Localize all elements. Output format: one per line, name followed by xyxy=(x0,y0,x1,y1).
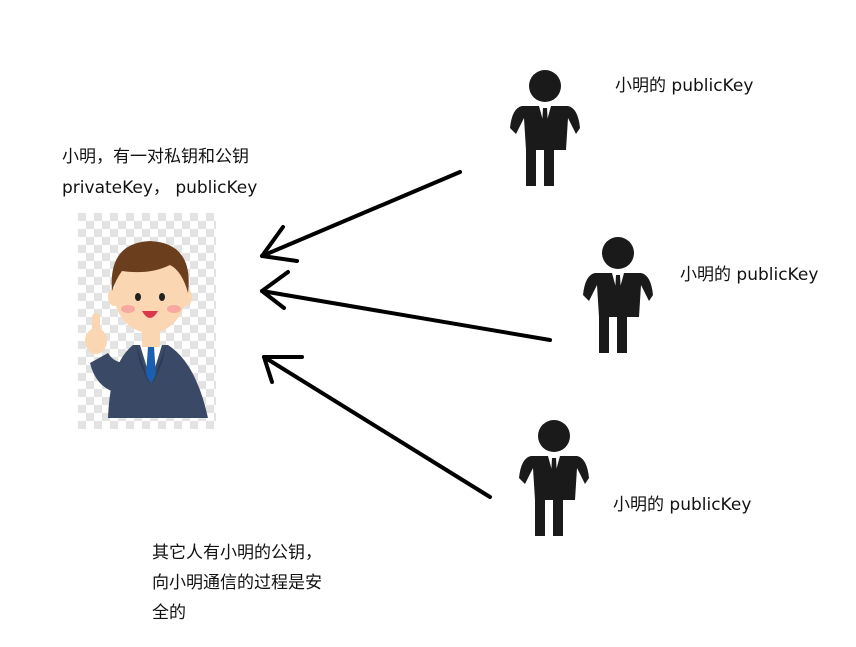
xiaoming-caption-line1: 小明，有一对私钥和公钥 xyxy=(62,147,249,167)
security-note-line3: 全的 xyxy=(152,603,186,623)
security-note: 其它人有小明的公钥， 向小明通信的过程是安 全的 xyxy=(152,538,352,628)
xiaoming-caption-line2: privateKey， publicKey xyxy=(62,178,258,198)
security-note-line2: 向小明通信的过程是安 xyxy=(152,573,322,593)
xiaoming-illustration xyxy=(78,213,216,429)
person-3-silhouette-icon xyxy=(517,418,591,538)
arrow-from-person-1 xyxy=(260,170,462,263)
person-2-label: 小明的 publicKey xyxy=(680,265,819,285)
arrow-from-person-2 xyxy=(260,270,552,342)
person-2-silhouette-icon xyxy=(581,235,655,355)
person-3-label: 小明的 publicKey xyxy=(613,495,752,515)
person-1-silhouette-icon xyxy=(508,68,582,188)
security-note-line1: 其它人有小明的公钥， xyxy=(152,543,322,563)
arrow-from-person-3 xyxy=(262,355,492,499)
person-1-label: 小明的 publicKey xyxy=(615,76,754,96)
